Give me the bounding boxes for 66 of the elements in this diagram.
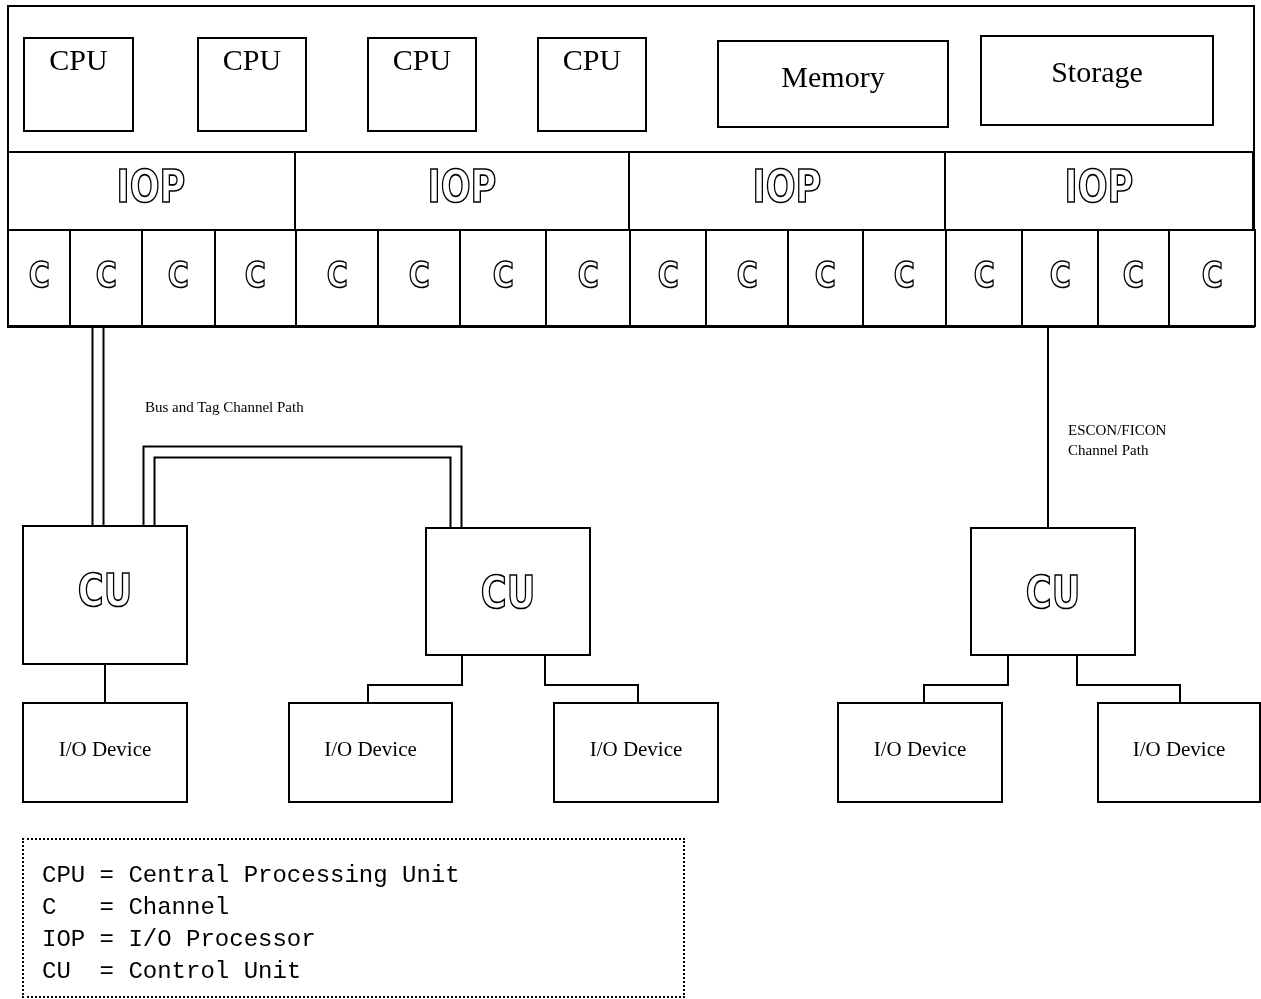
cpu-box: [23, 37, 134, 132]
box-label: I/O Device: [589, 738, 683, 762]
box-label: I/O Device: [873, 738, 967, 762]
outlined-label: IOP: [427, 163, 497, 212]
storage-box: [980, 35, 1214, 126]
outlined-label: IOP: [752, 163, 822, 212]
outlined-label: IOP: [1064, 163, 1134, 212]
outlined-label: C: [577, 255, 599, 295]
connector-line: [1047, 326, 1049, 528]
key-box: [22, 838, 685, 998]
io-device-box: [1097, 702, 1261, 803]
outlined-label: C: [167, 255, 190, 295]
control-unit-box: [22, 525, 188, 665]
io-device-box: [288, 702, 453, 803]
box-label: I/O Device: [58, 738, 152, 762]
control-unit-box: [425, 527, 591, 656]
connector-line: [1076, 655, 1181, 703]
connector-line: [923, 655, 1009, 703]
box-label: CPU: [222, 43, 282, 76]
key-entry: IOP = I/O Processor: [42, 925, 316, 955]
box-label: CPU: [562, 43, 622, 76]
cpu-box: [197, 37, 307, 132]
box-label: Storage: [1051, 55, 1143, 88]
double-line-connector: [91, 327, 105, 525]
key-entry: CU = Control Unit: [42, 957, 302, 987]
outlined-label: C: [736, 255, 758, 295]
outlined-label: C: [657, 255, 679, 295]
cpu-box: [367, 37, 477, 132]
cpu-box: [537, 37, 647, 132]
io-device-box: [837, 702, 1003, 803]
outlined-label: C: [95, 255, 117, 295]
outlined-label: IOP: [117, 163, 186, 212]
path-label: ESCON/FICON Channel Path: [1068, 421, 1168, 460]
path-label: Bus and Tag Channel Path: [145, 398, 305, 417]
outlined-label: CU: [1025, 569, 1081, 618]
outlined-label: C: [814, 255, 837, 295]
control-unit-box: [970, 527, 1136, 656]
key-entry: C = Channel: [42, 893, 230, 923]
outlined-label: C: [326, 255, 348, 295]
outlined-label: C: [408, 255, 430, 295]
box-label: Memory: [781, 60, 885, 93]
outlined-label: C: [973, 255, 995, 295]
outlined-label: C: [893, 255, 916, 295]
outlined-label: C: [1201, 255, 1223, 295]
channel-box: [1168, 229, 1256, 327]
box-label: I/O Device: [1132, 738, 1226, 762]
memory-box: [717, 40, 949, 128]
system-frame: [7, 5, 1255, 328]
key-entry: CPU = Central Processing Unit: [42, 861, 460, 891]
outlined-label: C: [28, 255, 50, 295]
double-line-connector: [142, 445, 463, 527]
connector-line: [544, 655, 639, 703]
box-label: CPU: [392, 43, 452, 76]
outlined-label: C: [1049, 255, 1071, 295]
box-label: I/O Device: [324, 738, 417, 762]
outlined-label: CU: [480, 569, 536, 618]
outlined-label: C: [1122, 255, 1145, 295]
io-device-box: [553, 702, 719, 803]
box-label: CPU: [49, 43, 108, 76]
io-processor-box: [944, 151, 1254, 231]
io-device-box: [22, 702, 188, 803]
connector-line: [104, 664, 106, 703]
outlined-label: C: [492, 255, 514, 295]
outlined-label: CU: [77, 567, 133, 616]
outlined-label: C: [244, 255, 267, 295]
connector-line: [367, 655, 463, 703]
